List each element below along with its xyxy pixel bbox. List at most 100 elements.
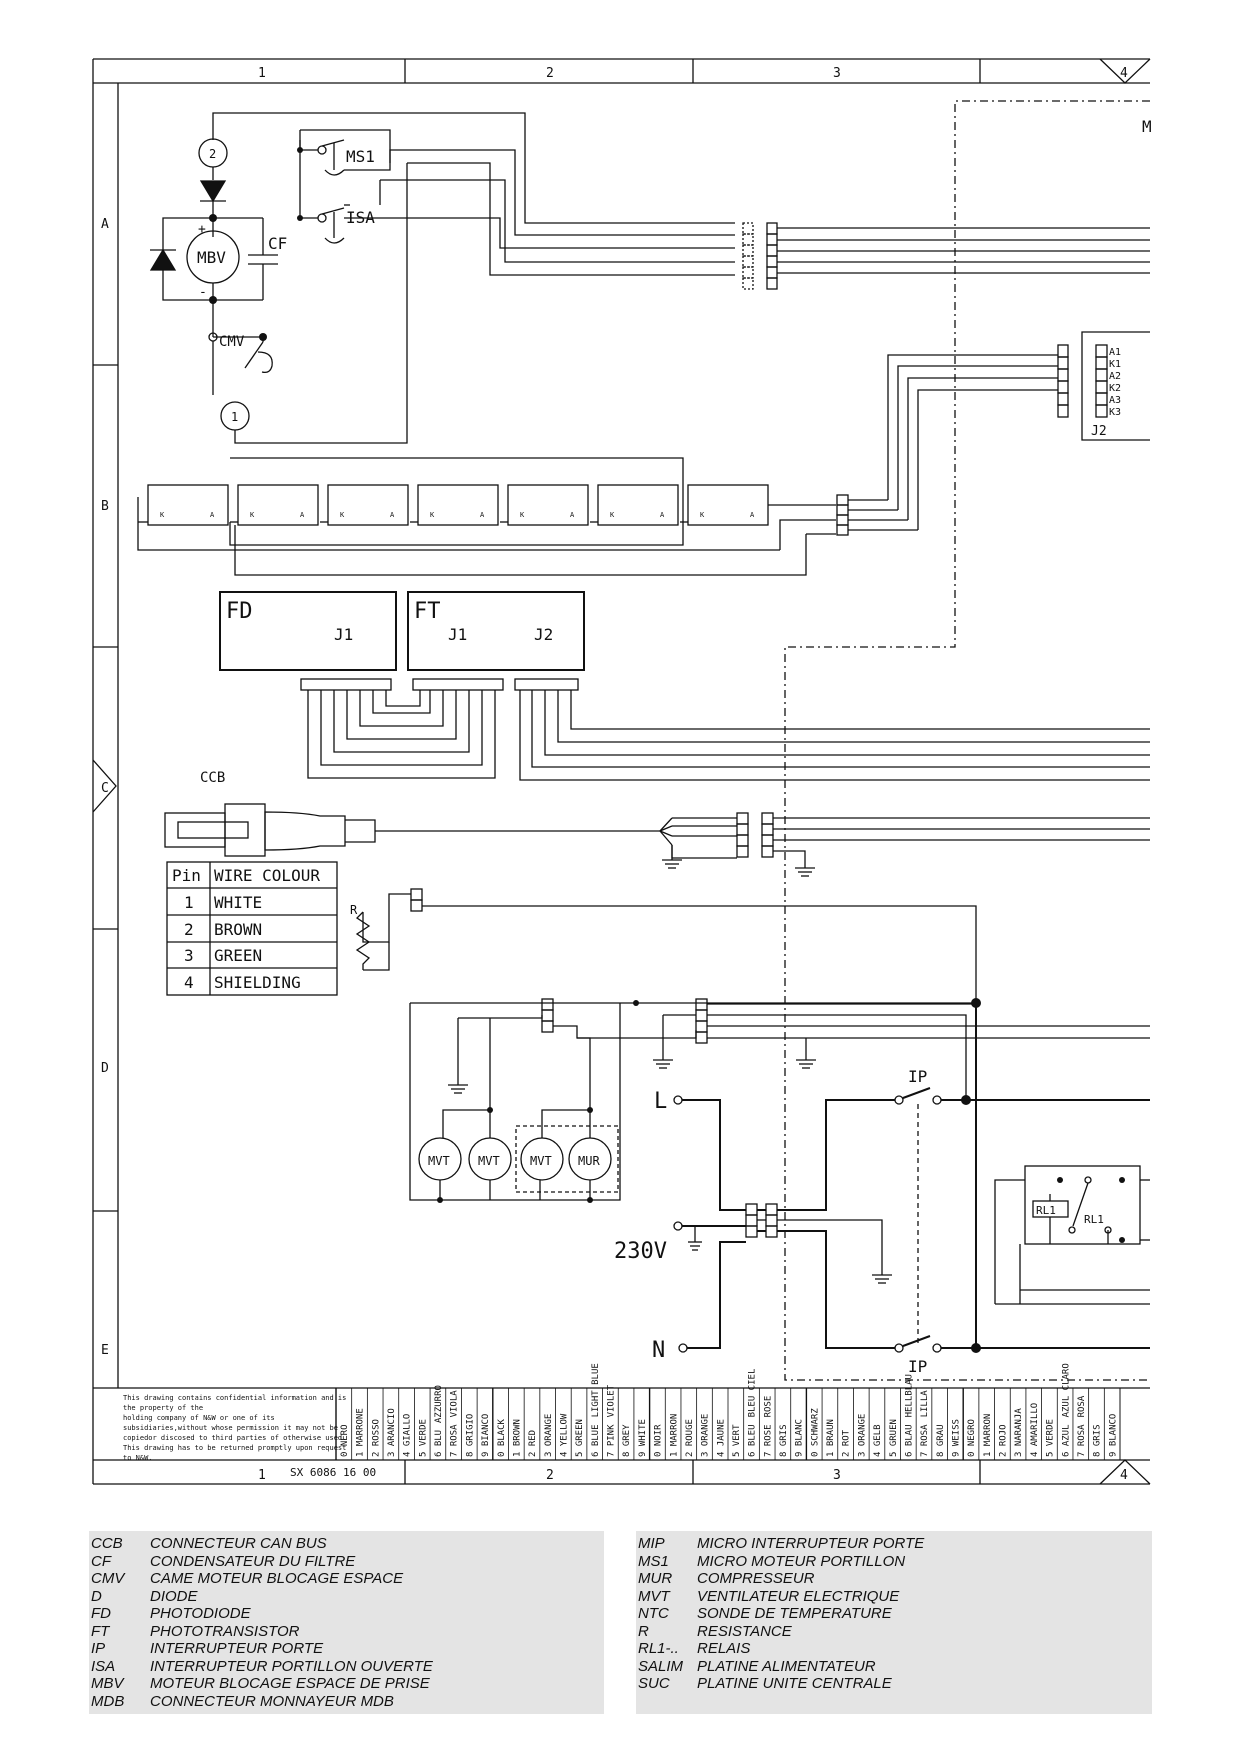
- board-ft-label: FT: [414, 599, 441, 624]
- led-7-a: A: [750, 511, 755, 519]
- color-code-german-6: 6 BLAU: [904, 1424, 914, 1457]
- color-code-italian-7: 7 ROSA: [450, 1424, 460, 1457]
- color-code-spanish-1: 1 MARRON: [983, 1414, 993, 1457]
- color-code-german-7-alt: LILLA: [920, 1390, 930, 1418]
- motor-circuit: [149, 112, 735, 444]
- legend-code: MBV: [91, 1675, 124, 1692]
- legend-code: MS1: [638, 1552, 669, 1570]
- color-code-spanish-6: 6 AZUL: [1061, 1424, 1071, 1457]
- legend-code: MUR: [638, 1570, 673, 1587]
- notice-line-2: the property of the: [123, 1404, 203, 1412]
- legend-description: MOTEUR BLOCAGE ESPACE DE PRISE: [150, 1675, 430, 1692]
- legend-description: DIODE: [150, 1587, 198, 1605]
- color-code-italian-8: 8 GRIGIO: [465, 1414, 475, 1457]
- color-code-italian-6: 6 BLU: [434, 1430, 444, 1457]
- color-code-english-6-alt: LIGHT BLUE: [591, 1363, 601, 1417]
- ccb-table-colour-3: GREEN: [214, 946, 262, 965]
- notice-line-6: This drawing has to be returned promptly…: [123, 1444, 346, 1452]
- minus-label: -: [199, 285, 207, 300]
- fan-circuit: [409, 998, 1150, 1201]
- resistor-circuit: [355, 888, 977, 1003]
- relay-pin-a1: A1: [1109, 347, 1121, 358]
- legend-description: PLATINE ALIMENTATEUR: [697, 1657, 876, 1675]
- notice-line-7: to N&W.: [123, 1454, 153, 1462]
- relay-pin-k2: K2: [1109, 383, 1121, 394]
- junction-dots: [209, 147, 1125, 1353]
- led-1-a: A: [210, 511, 215, 519]
- drawing-number: SX 6086 16 00: [290, 1466, 376, 1479]
- legend-description: PHOTOTRANSISTOR: [150, 1622, 300, 1640]
- color-code-italian-5: 5 VERDE: [418, 1419, 428, 1457]
- color-code-english-7-alt: VIOLET: [607, 1384, 617, 1417]
- color-code-spanish-8: 8 GRIS: [1093, 1424, 1103, 1457]
- door-switch-top-label: IP: [908, 1067, 927, 1086]
- led-5-k: K: [520, 511, 525, 519]
- grid-row-d: D: [101, 1061, 109, 1076]
- relay-pin-k3: K3: [1109, 407, 1121, 418]
- ccb-table-pin-3: 3: [184, 946, 194, 965]
- mains-circuit: [673, 1003, 1150, 1353]
- color-code-italian-7-alt: VIOLA: [450, 1390, 460, 1418]
- can-bus-connector: [164, 803, 1150, 877]
- relay-pin-a2: A2: [1109, 371, 1121, 382]
- relay-pin-a3: A3: [1109, 395, 1121, 406]
- relay-connector-j2-label: J2: [1091, 424, 1107, 439]
- legend-description: MICRO MOTEUR PORTILLON: [697, 1552, 906, 1570]
- grid-column-1: 1: [258, 66, 266, 81]
- grid-column-3: 3: [833, 66, 841, 81]
- ccb-table-pin-2: 2: [184, 920, 194, 939]
- color-code-german-9: 9 WEISS: [951, 1419, 961, 1457]
- legend-description: PHOTODIODE: [150, 1605, 251, 1622]
- plus-label: +: [198, 222, 206, 237]
- color-code-english-9: 9 WHITE: [638, 1419, 648, 1457]
- color-code-italian-1: 1 MARRONE: [356, 1408, 366, 1457]
- grid-column-2: 2: [546, 66, 554, 81]
- led-6-k: K: [610, 511, 615, 519]
- legend-description: CONDENSATEUR DU FILTRE: [150, 1552, 356, 1570]
- color-code-spanish-5: 5 VERDE: [1046, 1419, 1056, 1457]
- legend-description: COMPRESSEUR: [697, 1570, 815, 1587]
- fan-2-label: MVT: [478, 1154, 500, 1168]
- notice-line-1: This drawing contains confidential infor…: [123, 1394, 346, 1402]
- board-boundary-dashed: [784, 100, 1150, 1381]
- legend-code: NTC: [638, 1605, 669, 1622]
- legend-code: CCB: [91, 1535, 123, 1552]
- color-code-spanish-6-alt: AZUL CLARO: [1061, 1363, 1071, 1417]
- legend-description: CAME MOTEUR BLOCAGE ESPACE: [150, 1570, 404, 1587]
- color-code-german-0: 0 SCHWARZ: [810, 1408, 820, 1457]
- ft-j2-label: J2: [534, 625, 553, 644]
- grid-column-2-bottom: 2: [546, 1468, 554, 1483]
- color-code-english-1: 1 BROWN: [512, 1419, 522, 1457]
- notice-line-3: holding company of N&W or one of its: [123, 1414, 275, 1422]
- resistor-label: R: [350, 903, 358, 917]
- door-switch-bottom-label: IP: [908, 1357, 927, 1376]
- color-code-german-7: 7 ROSA: [920, 1424, 930, 1457]
- led-4-a: A: [480, 511, 485, 519]
- motor-mbv-label: MBV: [197, 248, 226, 267]
- ccb-wire-table-frame: [166, 861, 338, 996]
- switch-ms1-label: MS1: [346, 147, 375, 166]
- relay-connector-j2: [1057, 331, 1150, 441]
- legend-code: MIP: [638, 1535, 665, 1552]
- board-fd-label: FD: [226, 599, 253, 624]
- color-code-french-4: 4 JAUNE: [716, 1419, 726, 1457]
- relay-coil-label: RL1: [1036, 1204, 1056, 1217]
- legend-code: CF: [91, 1552, 111, 1570]
- legend-code: FD: [91, 1605, 111, 1622]
- circle-2-label: 2: [209, 147, 216, 161]
- line-label: L: [654, 1089, 667, 1114]
- relay-contact-label: RL1: [1084, 1213, 1104, 1226]
- led-2-k: K: [250, 511, 255, 519]
- grid-row-c: C: [101, 781, 109, 796]
- board-m-label: M: [1142, 117, 1152, 136]
- color-code-french-6: 6 BLEU: [748, 1424, 758, 1457]
- legend-description: CONNECTEUR MONNAYEUR MDB: [150, 1692, 394, 1710]
- color-code-french-6-alt: BLEU CIEL: [748, 1369, 758, 1418]
- color-code-english-2: 2 RED: [528, 1430, 538, 1457]
- color-code-italian-0: 0 NERO: [340, 1424, 350, 1457]
- circle-1-label: 1: [231, 410, 238, 424]
- ccb-table-pin-1: 1: [184, 893, 194, 912]
- sensor-boards: [219, 591, 1150, 781]
- color-code-english-7: 7 PINK: [607, 1424, 617, 1457]
